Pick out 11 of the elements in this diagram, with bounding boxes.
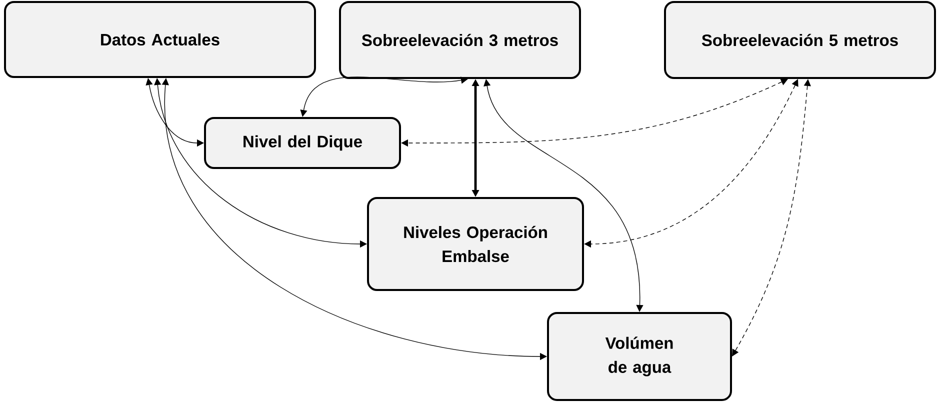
arrow <box>300 76 468 117</box>
process-box: Sobreelevación 5 metros <box>664 1 936 79</box>
process-box: Datos Actuales <box>4 1 316 78</box>
arrow <box>484 79 644 312</box>
process-box: Sobreelevación 3 metros <box>339 1 581 79</box>
arrow <box>732 79 811 356</box>
process-box: Volúmen de agua <box>547 312 732 401</box>
process-box: Niveles Operación Embalse <box>367 197 584 291</box>
arrow <box>401 78 788 147</box>
arrow <box>584 79 798 248</box>
process-box: Nivel del Dique <box>204 117 401 169</box>
